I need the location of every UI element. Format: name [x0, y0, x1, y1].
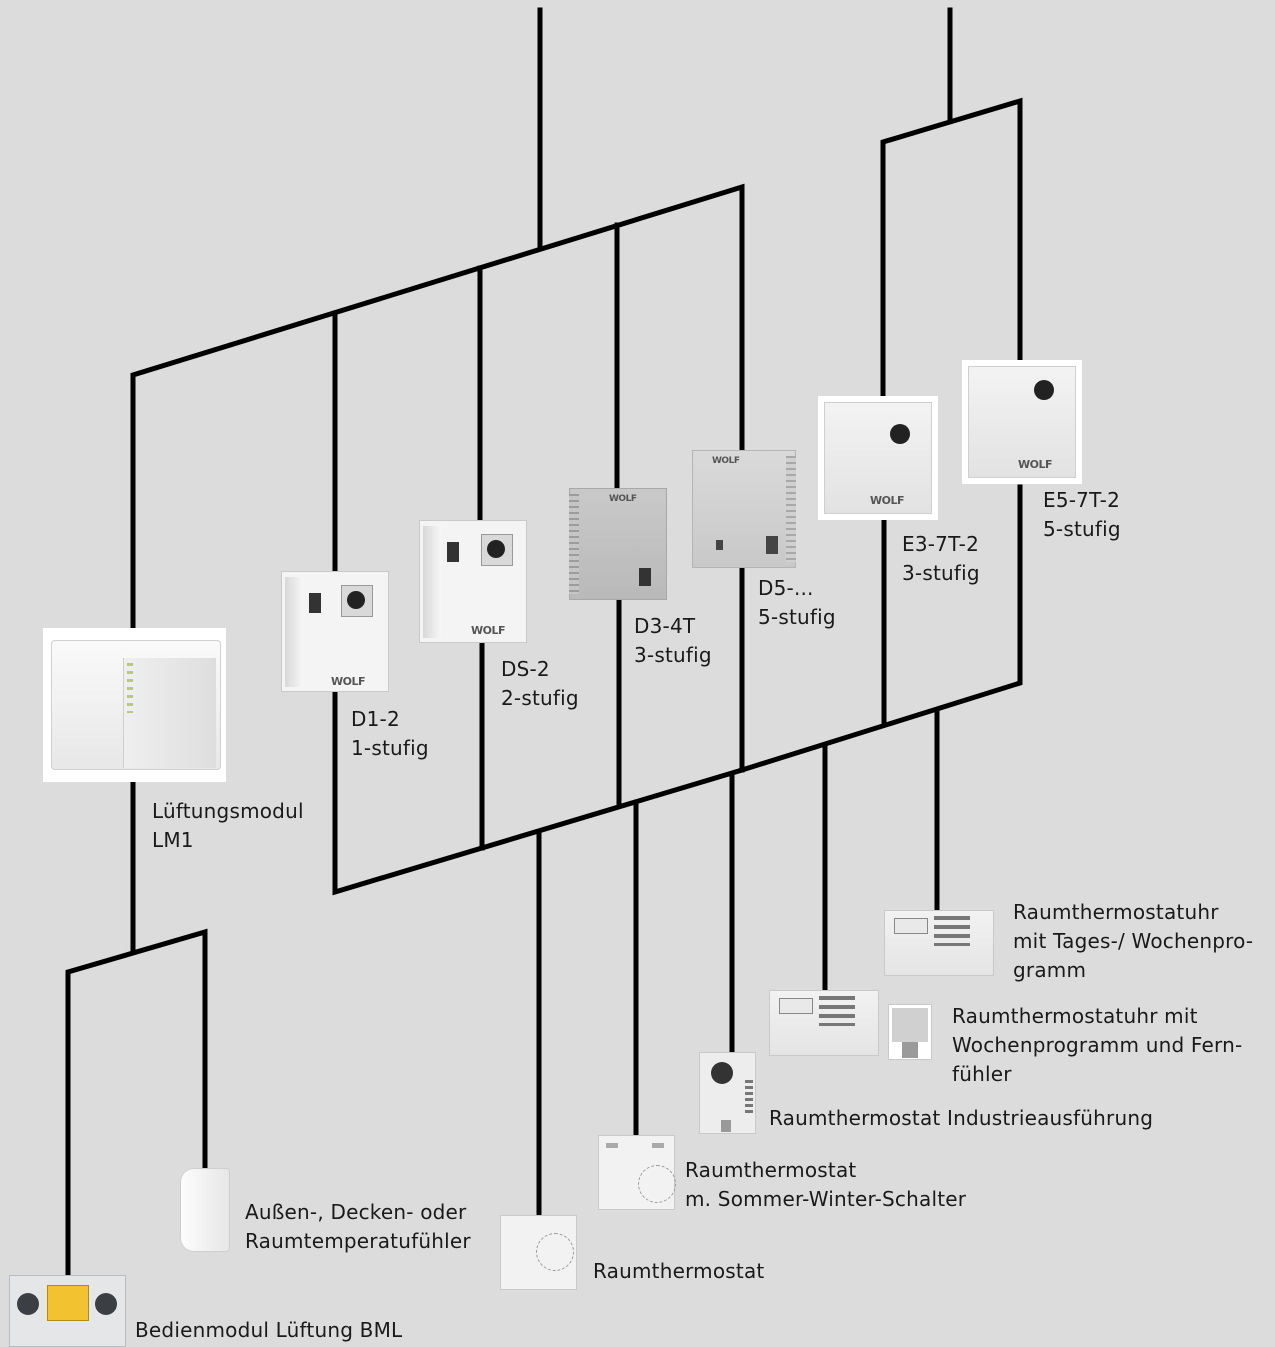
- label-line: Raumthermostat: [593, 1259, 765, 1283]
- d34t-controller-image: WOLF: [569, 488, 667, 600]
- raumthermostat-image: [500, 1215, 577, 1290]
- wire-bus-upper-right: [880, 97, 1023, 398]
- wolf-logo: WOLF: [331, 675, 366, 688]
- label-fuehler: Außen-, Decken- oder Raumtemperatufühler: [245, 1198, 471, 1256]
- ds2-switch-image: WOLF: [419, 520, 527, 643]
- wolf-logo: WOLF: [471, 624, 506, 637]
- label-e37t2: E3-7T-2 3-stufig: [902, 530, 980, 588]
- label-line: 5-stufig: [758, 605, 836, 629]
- label-line: Raumthermostat: [685, 1158, 857, 1182]
- label-line: Raumthermostatuhr mit: [952, 1004, 1198, 1028]
- label-industrie: Raumthermostat Industrieausführung: [769, 1104, 1153, 1133]
- label-line: 1-stufig: [351, 736, 429, 760]
- label-d34t: D3-4T 3-stufig: [634, 612, 712, 670]
- label-line: D1-2: [351, 707, 400, 731]
- wire-bml-bus: [65, 928, 208, 1278]
- wire-bus-lower-right: [738, 484, 1023, 774]
- label-line: 2-stufig: [501, 686, 579, 710]
- label-line: 3-stufig: [902, 561, 980, 585]
- label-line: 3-stufig: [634, 643, 712, 667]
- label-line: mit Tages-/ Wochenpro-: [1013, 929, 1254, 953]
- label-line: Raumthermostat Industrieausführung: [769, 1106, 1154, 1130]
- d12-switch-image: WOLF: [281, 571, 389, 692]
- label-line: Lüftungsmodul: [152, 799, 304, 823]
- label-uhr-tages: Raumthermostatuhr mit Tages-/ Wochenpro-…: [1013, 898, 1253, 985]
- label-uhr-fern: Raumthermostatuhr mit Wochenprogramm und…: [952, 1002, 1242, 1089]
- label-line: E5-7T-2: [1043, 488, 1121, 512]
- wire-bus-lower-left: [332, 687, 745, 896]
- label-sommer-winter: Raumthermostat m. Sommer-Winter-Schalter: [685, 1156, 966, 1214]
- label-line: 5-stufig: [1043, 517, 1121, 541]
- label-line: Raumthermostatuhr: [1013, 900, 1219, 924]
- label-line: DS-2: [501, 657, 550, 681]
- label-raumthermostat: Raumthermostat: [593, 1257, 764, 1286]
- wolf-logo: WOLF: [609, 494, 637, 504]
- label-line: D3-4T: [634, 614, 696, 638]
- label-line: E3-7T-2: [902, 532, 980, 556]
- label-bml: Bedienmodul Lüftung BML: [135, 1316, 402, 1345]
- e37t2-switch-image: WOLF: [818, 396, 938, 520]
- wolf-logo: WOLF: [1018, 458, 1053, 471]
- label-lm1: Lüftungsmodul LM1: [152, 797, 304, 855]
- label-line: fühler: [952, 1062, 1012, 1086]
- label-line: D5-...: [758, 576, 814, 600]
- label-d12: D1-2 1-stufig: [351, 705, 429, 763]
- label-line: Wochenprogramm und Fern-: [952, 1033, 1243, 1057]
- temperaturfuehler-image: [180, 1168, 230, 1252]
- label-line: m. Sommer-Winter-Schalter: [685, 1187, 967, 1211]
- sommer-winter-thermostat-image: [598, 1135, 676, 1210]
- industrie-thermostat-image: [699, 1052, 756, 1134]
- bml-module-image: [9, 1275, 126, 1347]
- fernfuehler-image: [888, 1004, 932, 1060]
- uhr-fern-image: [769, 990, 879, 1056]
- uhr-tages-image: [884, 910, 994, 976]
- label-d5: D5-... 5-stufig: [758, 574, 836, 632]
- e57t2-switch-image: WOLF: [962, 360, 1082, 484]
- label-line: LM1: [152, 828, 194, 852]
- lm1-module-image: [43, 628, 226, 782]
- d5-controller-image: WOLF: [692, 450, 796, 568]
- label-ds2: DS-2 2-stufig: [501, 655, 579, 713]
- wolf-logo: WOLF: [870, 494, 905, 507]
- label-line: Raumtemperatufühler: [245, 1229, 471, 1253]
- wolf-logo: WOLF: [712, 456, 740, 466]
- label-line: gramm: [1013, 958, 1087, 982]
- label-line: Außen-, Decken- oder: [245, 1200, 467, 1224]
- label-e57t2: E5-7T-2 5-stufig: [1043, 486, 1121, 544]
- label-line: Bedienmodul Lüftung BML: [135, 1318, 403, 1342]
